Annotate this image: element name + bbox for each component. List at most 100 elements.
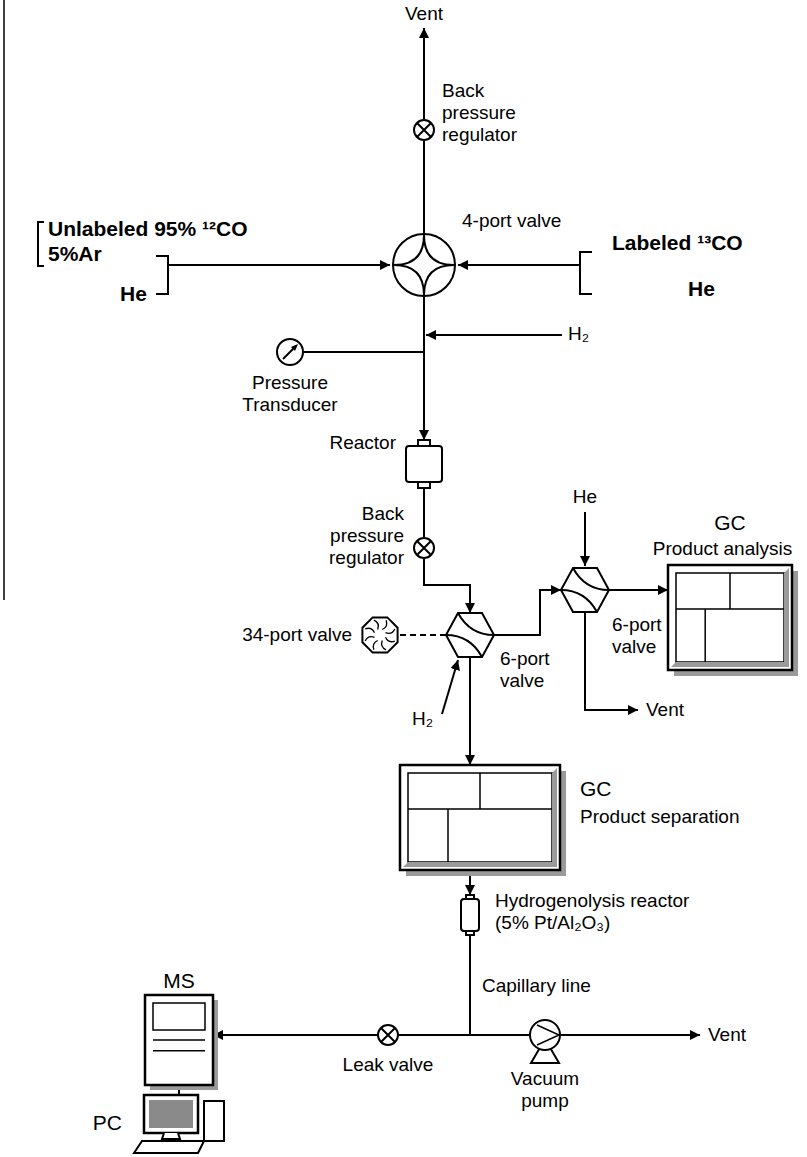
shape-part [134,1141,204,1153]
equipment-symbol [276,338,304,366]
shape-part [446,613,494,657]
shape-part [162,1133,180,1139]
equipment-node: Hydrogenolysis reactor (5% Pt/Al₂O₃) [461,895,479,935]
equipment-node: MS [145,995,213,1085]
h2-line [426,334,562,336]
flow-connector [423,141,425,233]
equipment-symbol [360,615,400,655]
shape-part [561,568,609,612]
equipment-symbol [413,537,435,559]
equipment-node: GCProduct separation [400,765,560,870]
shape-part [417,123,431,137]
equipment-node: Pressure Transducer [276,338,304,366]
shape-part [400,765,560,870]
equipment-symbol [668,565,792,670]
flow-connector [609,589,668,591]
shape-part [676,573,784,662]
shape-part [668,565,792,670]
flow-label: Labeled ¹³CO [612,230,743,255]
shape-part [676,573,784,662]
flow-label: He [120,281,147,306]
flow-label: He [688,276,715,301]
equipment-node: Leak valve [377,1024,399,1046]
vent-line [561,1034,700,1036]
equipment-label: MS [140,968,218,993]
equipment-symbol [392,233,456,297]
shape-part [145,995,213,1085]
shape-part [561,568,609,612]
equipment-node: Vacuum pump [529,1019,561,1051]
equipment-node: 6-port valve [446,613,494,657]
shape-part [403,768,557,867]
shape-part [381,1028,395,1042]
flow-label: 5%Ar [48,241,102,266]
shape-part [365,620,395,650]
flow-label: Capillary line [482,975,591,997]
equipment-label: Pressure Transducer [232,372,348,416]
equipment-node: 6-port valve [561,568,609,612]
h2-line [442,660,458,714]
shape-part [362,617,397,652]
equipment-label: Leak valve [333,1054,443,1076]
feed-bracket [156,256,168,294]
shape-part [394,235,454,295]
shape-part [144,1095,198,1133]
equipment-label: Product analysis [640,538,805,560]
flow-connector [424,559,470,613]
equipment-symbol [406,440,442,488]
equipment-symbol [446,613,494,657]
shape-part [418,440,430,446]
flow-connector [399,935,470,1035]
flow-connector [494,590,561,635]
shape-part [466,895,474,899]
flow-connector [400,634,446,636]
shape-part [418,482,430,488]
shape-part [149,1100,193,1128]
feed-bracket [580,252,592,294]
shape-part [530,1020,560,1050]
feed-line [168,264,390,266]
flow-connector [213,1034,377,1036]
flow-connector [469,657,471,765]
shape-part [378,1025,398,1045]
feed-line [458,264,580,266]
equipment-label: GC [580,776,640,801]
shape-part [461,899,479,931]
equipment-node: Reactor [406,440,442,488]
equipment-node: GCProduct analysis [668,565,792,670]
equipment-label: 4-port valve [462,210,602,232]
equipment-label: 6-port valve [500,648,562,692]
equipment-symbol [529,1019,561,1051]
shape-part [674,571,798,676]
shape-part [414,120,434,140]
shape-part [446,613,494,657]
flow-label: H₂ [412,708,433,730]
equipment-node: 4-port valve [392,233,456,297]
shape-part [291,344,298,351]
equipment-label: Reactor [296,432,396,454]
shape-part [671,568,789,667]
shape-part [406,771,566,876]
vent-line [423,28,425,119]
equipment-label: PC [66,1110,122,1135]
equipment-label: Back pressure regulator [442,80,542,146]
equipment-symbol [413,119,435,141]
he-line [584,512,586,566]
equipment-label: Product separation [580,806,790,828]
equipment-symbol [400,765,560,870]
equipment-symbol [145,995,213,1085]
equipment-label: 6-port valve [612,614,674,658]
shape-part [153,1003,205,1030]
equipment-label: Back pressure regulator [296,503,404,569]
equipment-node: Back pressure regulator [413,537,435,559]
shape-part [393,234,455,296]
flow-connector [423,488,425,537]
shape-part [204,1101,224,1141]
flow-label: Unlabeled 95% ¹²CO [48,216,248,241]
flow-label: Vent [399,3,449,25]
shape-part [466,931,474,935]
shape-part [537,1025,559,1045]
flow-label: Vent [646,699,684,721]
equipment-symbol [461,895,479,935]
